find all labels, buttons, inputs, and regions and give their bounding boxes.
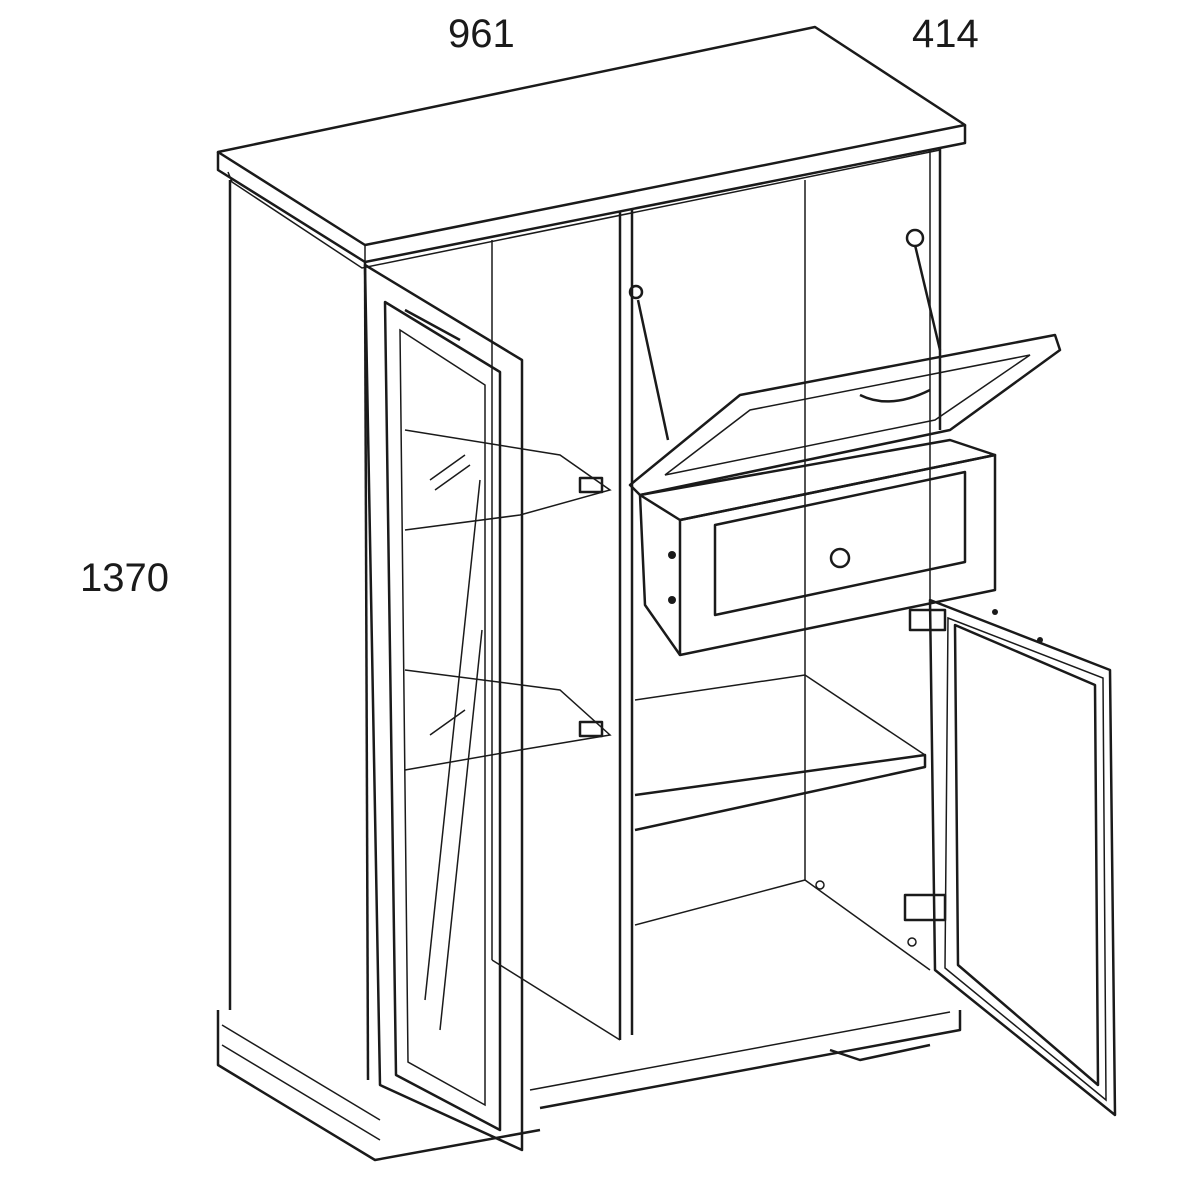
width-dimension-label: 961 [448,12,515,56]
cabinet-body [228,148,942,1081]
glass-door-left[interactable] [363,263,524,1152]
middle-divider [618,210,634,1040]
drawer[interactable] [638,438,997,657]
wooden-shelf [634,674,931,971]
drawer-knob [829,547,851,569]
height-dimension-label: 1370 [80,556,169,600]
door-right[interactable] [903,598,1117,1117]
depth-dimension-label: 414 [912,12,979,56]
glass-shelves [404,429,612,771]
gas-struts [628,228,942,441]
cabinet-base [216,1010,962,1162]
cabinet-top [216,25,967,269]
